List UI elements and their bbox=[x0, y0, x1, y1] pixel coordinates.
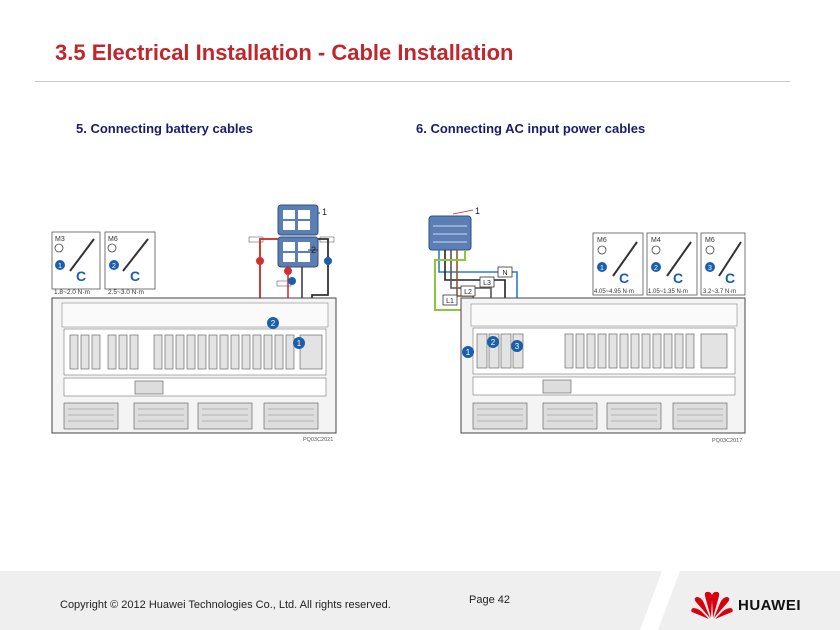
svg-text:C: C bbox=[619, 270, 629, 286]
marker-1 bbox=[293, 337, 305, 349]
svg-text:M6: M6 bbox=[705, 237, 715, 244]
svg-text:M4: M4 bbox=[651, 237, 661, 244]
svg-text:C: C bbox=[130, 268, 140, 284]
title-divider bbox=[35, 81, 790, 82]
page-number: Page 42 bbox=[469, 594, 510, 606]
svg-text:M6: M6 bbox=[597, 237, 607, 244]
svg-text:3: 3 bbox=[515, 342, 520, 351]
svg-text:M6: M6 bbox=[108, 236, 118, 243]
huawei-wordmark: HUAWEI bbox=[738, 597, 801, 614]
svg-text:M3: M3 bbox=[55, 236, 65, 243]
svg-text:2: 2 bbox=[271, 319, 276, 328]
tool-box-3: M6 3 C 3.2~3.7 N·m bbox=[700, 232, 746, 296]
tool-box-1: M6 1 C 4.05~4.95 N·m bbox=[592, 232, 644, 296]
phase-l3-label: L3 bbox=[483, 280, 491, 287]
copyright-text: Copyright © 2012 Huawei Technologies Co.… bbox=[60, 599, 391, 611]
slide-title: 3.5 Electrical Installation - Cable Inst… bbox=[55, 40, 514, 65]
callout-1: 1 bbox=[322, 207, 327, 217]
ac-input-diagram: 1 M6 1 C 4.05~4.95 N·m M4 2 C 1.05~1.35 … bbox=[428, 206, 746, 444]
ac-input-heading: 6. Connecting AC input power cables bbox=[416, 121, 646, 136]
power-cabinet bbox=[51, 297, 337, 434]
power-cabinet bbox=[460, 297, 746, 434]
svg-text:1: 1 bbox=[600, 265, 604, 272]
marker-2 bbox=[487, 336, 499, 348]
tool-box-m6: M6 2 C 2.5~3.0 N·m bbox=[104, 231, 156, 296]
svg-text:1.05~1.35 N·m: 1.05~1.35 N·m bbox=[648, 289, 688, 295]
svg-text:2: 2 bbox=[654, 265, 658, 272]
tool-box-2: M4 2 C 1.05~1.35 N·m bbox=[646, 232, 698, 296]
figure-code: PQ03C2017 bbox=[712, 438, 742, 444]
marker-3 bbox=[511, 340, 523, 352]
huawei-logo-icon bbox=[691, 591, 733, 619]
svg-text:3: 3 bbox=[708, 265, 712, 272]
marker-1 bbox=[462, 346, 474, 358]
svg-text:C: C bbox=[725, 270, 735, 286]
phase-l2-label: L2 bbox=[464, 289, 472, 296]
svg-text:1.8~2.0 N·m: 1.8~2.0 N·m bbox=[54, 289, 90, 296]
svg-text:2: 2 bbox=[491, 338, 496, 347]
callout-1: 1 bbox=[475, 206, 480, 216]
battery-pack bbox=[277, 204, 319, 268]
svg-text:3.2~3.7 N·m: 3.2~3.7 N·m bbox=[703, 289, 736, 295]
svg-text:1: 1 bbox=[297, 339, 302, 348]
svg-text:2: 2 bbox=[112, 263, 116, 270]
svg-text:1: 1 bbox=[58, 263, 62, 270]
battery-cables-heading: 5. Connecting battery cables bbox=[76, 121, 253, 136]
tool-box-m3: M3 1 C 1.8~2.0 N·m bbox=[51, 231, 101, 296]
figure-code: PQ03C2021 bbox=[303, 437, 333, 443]
battery-cable-diagram: M3 1 C 1.8~2.0 N·m M6 2 C 2.5~3.0 N·m 1 … bbox=[51, 204, 337, 443]
footer-slant bbox=[640, 571, 680, 630]
svg-text:4.05~4.95 N·m: 4.05~4.95 N·m bbox=[594, 289, 634, 295]
svg-text:1: 1 bbox=[466, 348, 471, 357]
marker-2 bbox=[267, 317, 279, 329]
svg-text:C: C bbox=[673, 270, 683, 286]
callout-2: 2 bbox=[311, 245, 316, 255]
ac-distribution-box bbox=[428, 215, 472, 251]
svg-text:C: C bbox=[76, 268, 86, 284]
phase-l1-label: L1 bbox=[446, 298, 454, 305]
svg-text:2.5~3.0 N·m: 2.5~3.0 N·m bbox=[108, 289, 144, 296]
phase-n-label: N bbox=[502, 270, 507, 277]
